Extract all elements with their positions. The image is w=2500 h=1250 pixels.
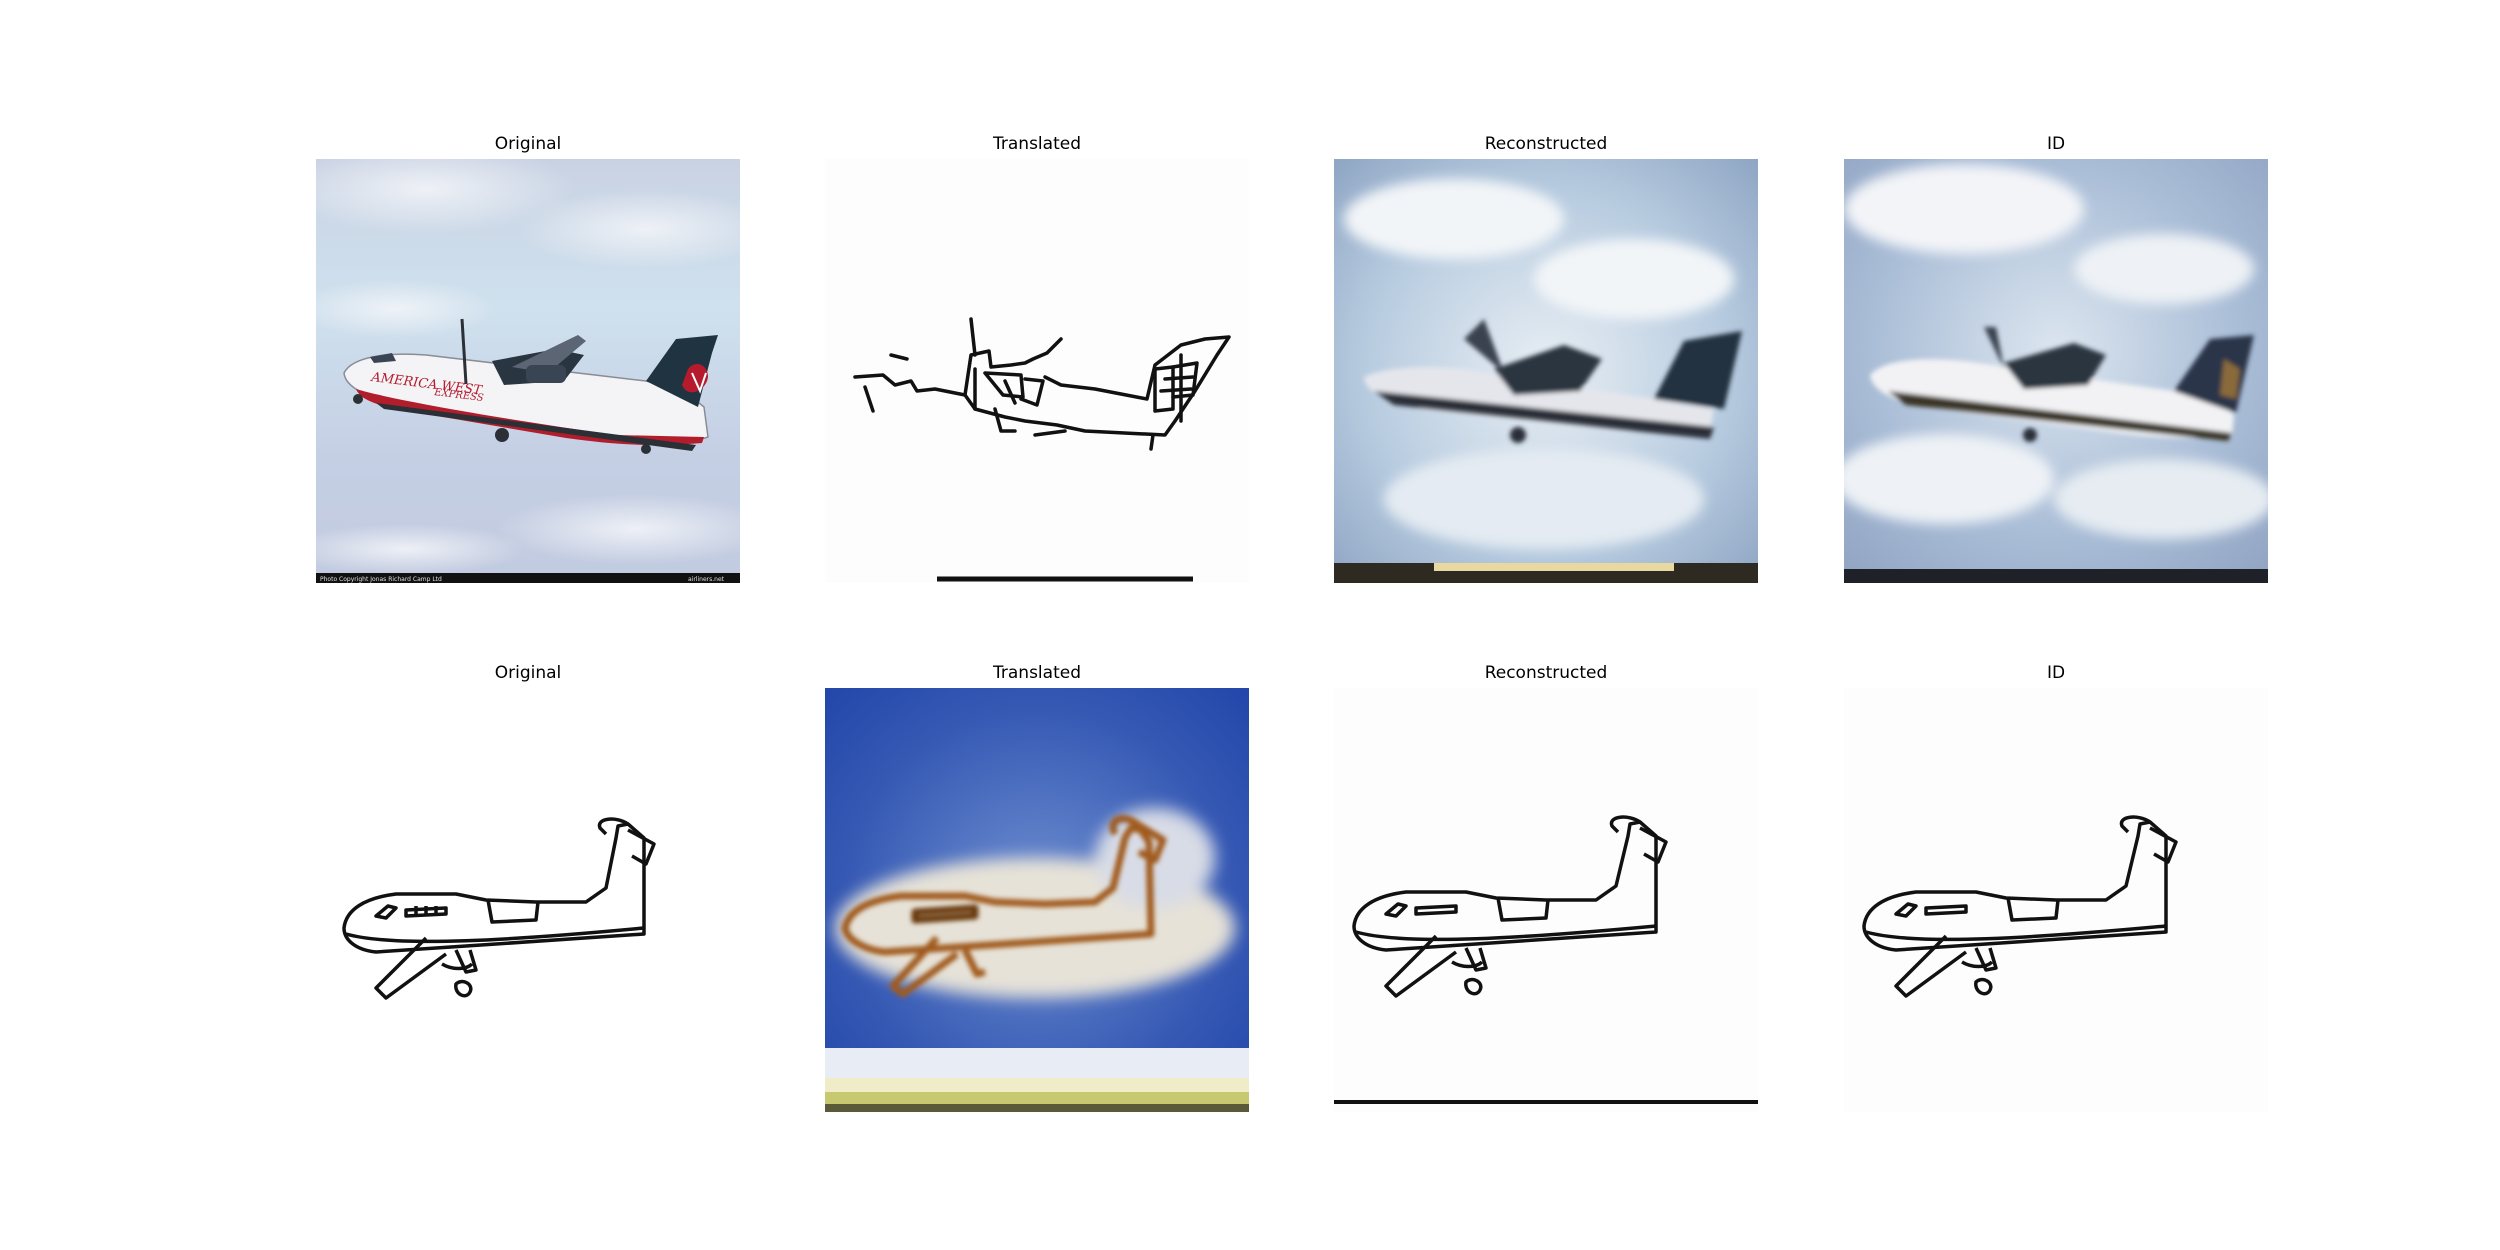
airplane-outline [1352,815,1668,998]
airplane-sketch [853,317,1231,451]
airplane-generated [841,815,1167,998]
photo-credit-text: Photo Copyright Jonas Richard Camp Ltd [320,576,442,583]
panel-title-r1-id: ID [2046,134,2066,154]
airplane-blurry [1364,319,1742,443]
panel-title-r2-translated: Translated [993,663,1081,683]
panel-r2-id-sketch [1844,688,2268,1112]
panel-title-r1-original: Original [494,134,562,154]
photo-site-text: airliners.net [688,576,725,583]
panel-title-r2-reconstructed: Reconstructed [1484,663,1608,683]
airplane-outline [342,817,656,1000]
panel-r1-id-photo [1844,159,2268,583]
panel-title-r1-translated: Translated [993,134,1081,154]
airplane-blurry [1870,327,2254,442]
panel-title-r2-id: ID [2046,663,2066,683]
panel-r2-reconstructed-sketch [1334,688,1758,1112]
panel-r1-translated-sketch [825,159,1249,583]
airplane-outline [1862,815,2178,998]
panel-title-r1-reconstructed: Reconstructed [1484,134,1608,154]
panel-title-r2-original: Original [494,663,562,683]
airplane-photo: AMERICA WEST EXPRESS [343,318,718,454]
panel-r1-original-photo: AMERICA WEST EXPRESS Photo Copyright Jon… [316,159,740,583]
panel-r2-translated-photo [825,688,1249,1112]
panel-r1-reconstructed-photo [1334,159,1758,583]
panel-r2-original-sketch [316,688,740,1112]
